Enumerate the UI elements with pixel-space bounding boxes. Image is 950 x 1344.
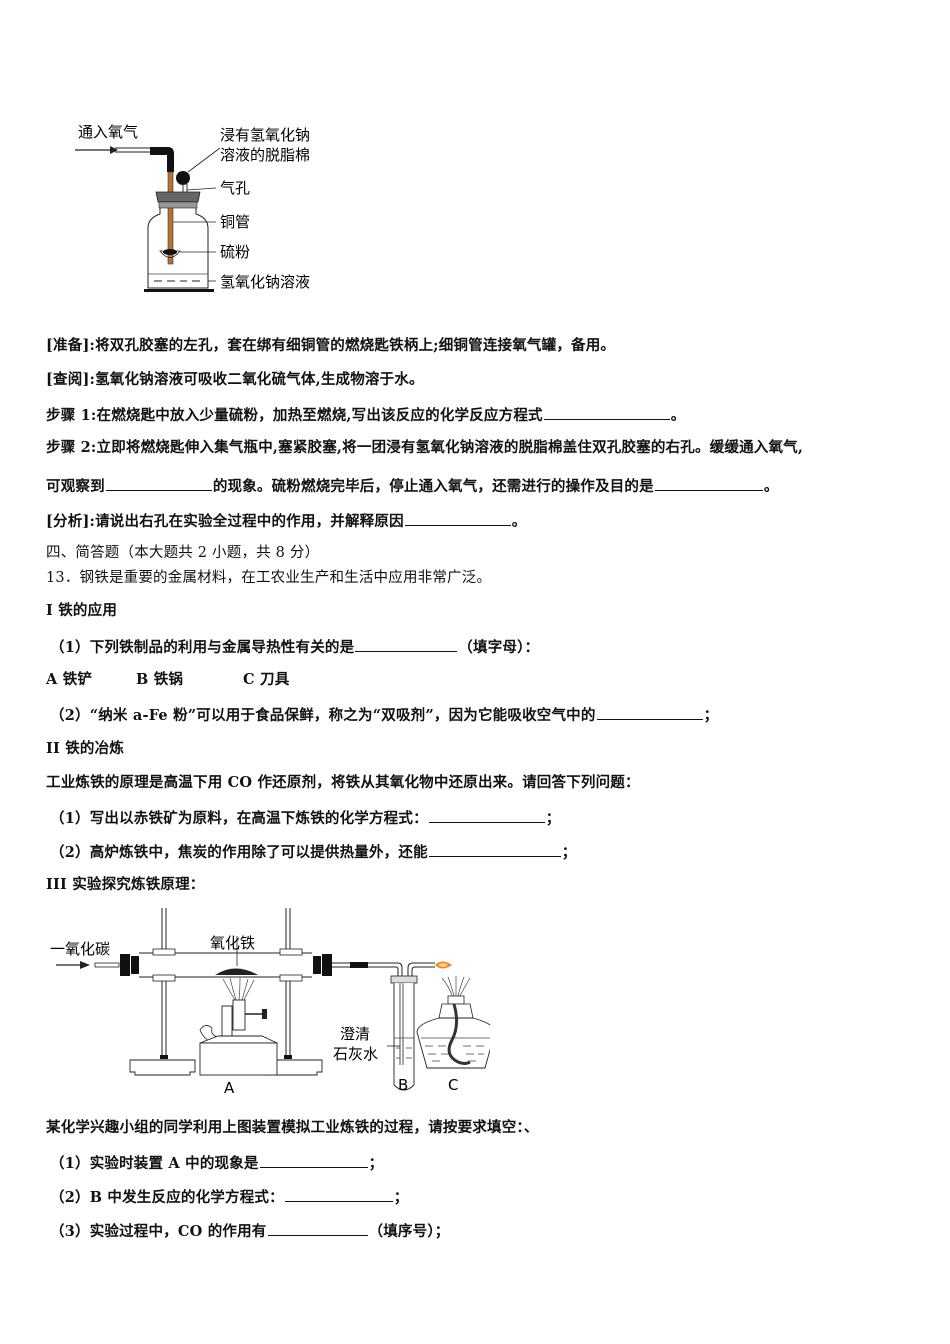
label-cotton-2: 溶液的脱脂棉	[220, 146, 310, 164]
p2-q2-text: （2）高炉炼铁中，焦炭的作用除了可以提供热量外，还能	[50, 844, 428, 861]
part2-intro: 工业炼铁的原理是高温下用 CO 作还原剂，将铁从其氧化物中还原出来。请回答下列问…	[46, 774, 640, 791]
options-line: A 铁铲 B 铁锅 C 刀具	[46, 670, 289, 690]
step1-answer-blank[interactable]	[543, 404, 670, 420]
p1-q1-suffix: （填字母）：	[458, 639, 540, 656]
label-iron-oxide: 氧化铁	[210, 934, 255, 952]
p1-q1-text: （1）下列铁制品的利用与金属导热性有关的是	[50, 639, 355, 656]
p2-q1-text: （1）写出以赤铁矿为原料，在高温下炼铁的化学方程式：	[50, 810, 428, 827]
sq2-line: （2）B 中发生反应的化学方程式： ；	[50, 1186, 409, 1208]
label-limewater-1: 澄清	[340, 1025, 370, 1043]
sq1-suffix: ；	[368, 1155, 384, 1172]
sq2-text: （2）B 中发生反应的化学方程式：	[50, 1189, 284, 1206]
p2-q2-line: （2）高炉炼铁中，焦炭的作用除了可以提供热量外，还能 ；	[50, 841, 577, 863]
sq3-blank[interactable]	[267, 1220, 368, 1236]
step2-operation-blank[interactable]	[654, 475, 763, 491]
sq3-suffix: （填序号）；	[368, 1223, 450, 1240]
label-a: A	[224, 1079, 235, 1097]
label-limewater-2: 石灰水	[333, 1045, 378, 1063]
sq3-text: （3）实验过程中，CO 的作用有	[50, 1223, 267, 1240]
step2-text-a: 可观察到	[46, 478, 105, 495]
sq3-line: （3）实验过程中，CO 的作用有 （填序号）；	[50, 1220, 449, 1242]
part3-title: III 实验探究炼铁原理：	[46, 876, 205, 893]
figure-sulfur-combustion-apparatus: 通入氧气 浸有氢氧化钠 溶液的脱脂棉 气孔 铜管 硫粉 氢氧化钠溶液	[60, 110, 350, 310]
p1-q2-line: （2）“纳米 a-Fe 粉”可以用于食品保鲜，称之为“双吸剂”，因为它能吸收空气…	[50, 704, 718, 726]
p1-q2-blank[interactable]	[596, 704, 703, 720]
p2-q1-blank[interactable]	[428, 807, 545, 823]
part1-title: I 铁的应用	[46, 602, 118, 619]
label-carbon-monoxide: 一氧化碳	[50, 940, 110, 958]
label-oxygen-in: 通入氧气	[78, 123, 138, 141]
step2-observe-blank[interactable]	[105, 475, 212, 491]
label-air-hole: 气孔	[220, 179, 250, 197]
option-b: B 铁锅	[136, 671, 184, 688]
analysis-answer-blank[interactable]	[404, 510, 511, 526]
sq1-text: （1）实验时装置 A 中的现象是	[50, 1155, 259, 1172]
p2-q2-blank[interactable]	[428, 841, 561, 857]
p1-q2-suffix: ；	[703, 707, 719, 724]
p2-q1-suffix: ；	[545, 810, 561, 827]
step2-text-b: 的现象。硫粉燃烧完毕后，停止通入氧气，还需进行的操作及目的是	[212, 478, 654, 495]
label-copper-tube: 铜管	[220, 213, 250, 231]
analysis-line: [分析]:请说出右孔在实验全过程中的作用，并解释原因 。	[46, 510, 526, 532]
step1-line: 步骤 1:在燃烧匙中放入少量硫粉，加热至燃烧,写出该反应的化学反应方程式 。	[46, 404, 685, 426]
question-13: 13．钢铁是重要的金属材料，在工农业生产和生活中应用非常广泛。	[46, 570, 492, 586]
label-sulfur: 硫粉	[220, 243, 250, 261]
label-c: C	[448, 1076, 458, 1094]
figure-iron-smelting-apparatus: 一氧化碳 氧化铁 澄清 石灰水 A B C	[40, 900, 496, 1100]
step1-text: 步骤 1:在燃烧匙中放入少量硫粉，加热至燃烧,写出该反应的化学反应方程式	[46, 407, 543, 424]
step2-suffix: 。	[763, 478, 779, 495]
p2-q2-suffix: ；	[561, 844, 577, 861]
questions-intro: 某化学兴趣小组的同学利用上图装置模拟工业炼铁的过程，请按要求填空：、	[46, 1119, 539, 1136]
step2-line1: 步骤 2:立即将燃烧匙伸入集气瓶中,塞紧胶塞,将一团浸有氢氧化钠溶液的脱脂棉盖住…	[46, 439, 804, 456]
sq2-suffix: ；	[393, 1189, 409, 1206]
part2-title: II 铁的冶炼	[46, 740, 125, 757]
p1-q2-text: （2）“纳米 a-Fe 粉”可以用于食品保鲜，称之为“双吸剂”，因为它能吸收空气…	[50, 707, 596, 724]
sq1-line: （1）实验时装置 A 中的现象是 ；	[50, 1152, 383, 1174]
option-c: C 刀具	[243, 671, 290, 688]
step1-suffix: 。	[670, 407, 686, 424]
step2-line2: 可观察到 的现象。硫粉燃烧完毕后，停止通入氧气，还需进行的操作及目的是 。	[46, 475, 779, 497]
option-a: A 铁铲	[46, 671, 93, 688]
p1-q1-blank[interactable]	[355, 636, 458, 652]
lookup-text: [查阅]:氢氧化钠溶液可吸收二氧化硫气体,生成物溶于水。	[46, 371, 424, 388]
label-cotton: 浸有氢氧化钠	[220, 126, 310, 144]
analysis-suffix: 。	[511, 513, 527, 530]
section4-heading: 四、简答题（本大题共 2 小题，共 8 分）	[46, 545, 320, 561]
label-naoh-solution: 氢氧化钠溶液	[220, 273, 310, 291]
prep-text: [准备]:将双孔胶塞的左孔，套在绑有细铜管的燃烧匙铁柄上;细铜管连接氧气罐，备用…	[46, 337, 616, 354]
p2-q1-line: （1）写出以赤铁矿为原料，在高温下炼铁的化学方程式： ；	[50, 807, 561, 829]
label-b: B	[398, 1076, 408, 1094]
sq1-blank[interactable]	[259, 1152, 368, 1168]
p1-q1-line: （1）下列铁制品的利用与金属导热性有关的是 （填字母）：	[50, 636, 539, 658]
analysis-text: [分析]:请说出右孔在实验全过程中的作用，并解释原因	[46, 513, 404, 530]
sq2-blank[interactable]	[284, 1186, 393, 1202]
